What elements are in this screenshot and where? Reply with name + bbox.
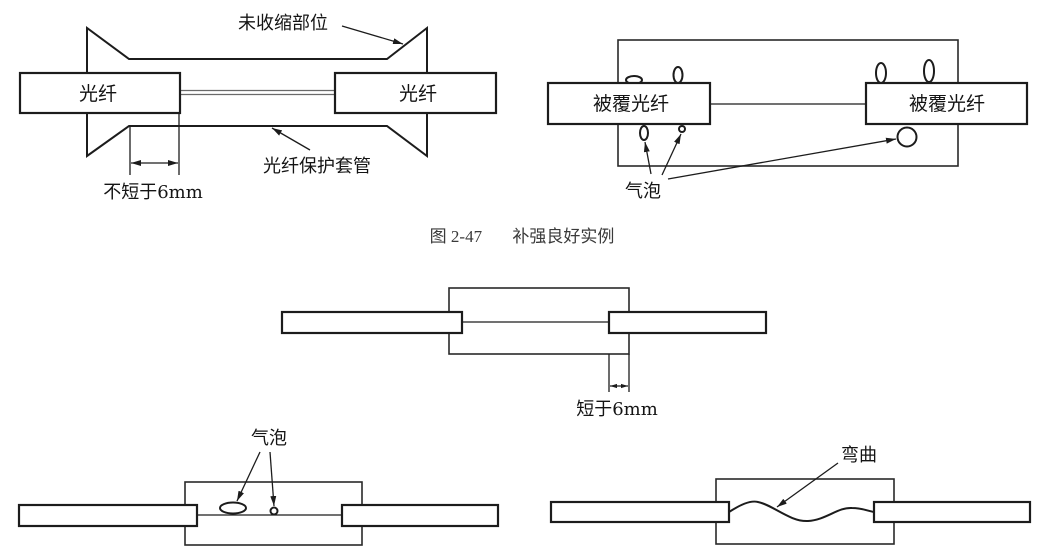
fiber-right-box (333, 71, 498, 115)
protective-sleeve-leader-arrow (271, 127, 311, 151)
good-example-bubbles-diagram: 被覆光纤 被覆光纤 气泡 (546, 39, 1029, 202)
bubble (219, 501, 247, 515)
bad-example-short-overlap-diagram: 短于6mm (280, 287, 768, 420)
sleeve-outline-bottom (86, 113, 428, 158)
bad-example-bend-diagram: 弯曲 (549, 445, 1032, 545)
bend-leader-arrow (776, 462, 839, 508)
bubble (923, 59, 935, 83)
unshrunk-part-leader-arrow (341, 25, 404, 45)
coated-fiber-right-label: 被覆光纤 (909, 93, 985, 115)
bubble-leader-arrow (643, 141, 652, 175)
unshrunk-part-label: 未收缩部位 (238, 13, 328, 34)
bad-example-bubbles-diagram: 气泡 (17, 428, 500, 546)
figure-title: 补强良好实例 (512, 227, 614, 246)
fiber-left-box (280, 310, 464, 335)
fiber-left-box (17, 503, 199, 528)
bubble (678, 125, 686, 133)
coated-fiber-left-label: 被覆光纤 (593, 93, 669, 115)
fiber-right-label: 光纤 (399, 83, 437, 105)
fiber-right-box (607, 310, 768, 335)
sleeve-rect (448, 287, 630, 355)
bend-label: 弯曲 (841, 445, 877, 466)
figure-caption: 图 2-47 补强良好实例 (430, 227, 615, 246)
good-example-sleeve-diagram: 光纤 光纤 不短于6mm 未收缩部位 光纤保护套管 (18, 13, 498, 203)
figure-number: 图 2-47 (430, 227, 483, 246)
bent-fiber-core (728, 500, 875, 523)
sleeve-rect (715, 478, 895, 545)
bubble-label: 气泡 (251, 428, 287, 449)
fiber-left-box (549, 500, 731, 524)
bubble (269, 506, 279, 516)
fiber-left-label: 光纤 (79, 83, 117, 105)
fiber-right-box (872, 500, 1032, 524)
bubble-leader-arrow (269, 451, 277, 507)
bubble (672, 66, 684, 84)
coated-fiber-left-box (546, 81, 712, 126)
bubble-leader-arrow (661, 133, 682, 176)
bubble-leader-arrow (667, 137, 897, 180)
bubble-label: 气泡 (625, 181, 661, 202)
fiber-right-box (340, 503, 500, 528)
coated-fiber-right-box (864, 81, 1029, 126)
bubble (896, 126, 918, 148)
bubble-leader-arrow (236, 451, 261, 502)
short-length-label: 短于6mm (576, 399, 658, 420)
fiber-left-box (18, 71, 182, 115)
sleeve-outline-top (86, 25, 428, 73)
bubble (875, 62, 887, 84)
protective-sleeve-label: 光纤保护套管 (263, 156, 371, 177)
min-length-label: 不短于6mm (103, 182, 203, 203)
bubble (639, 125, 649, 141)
